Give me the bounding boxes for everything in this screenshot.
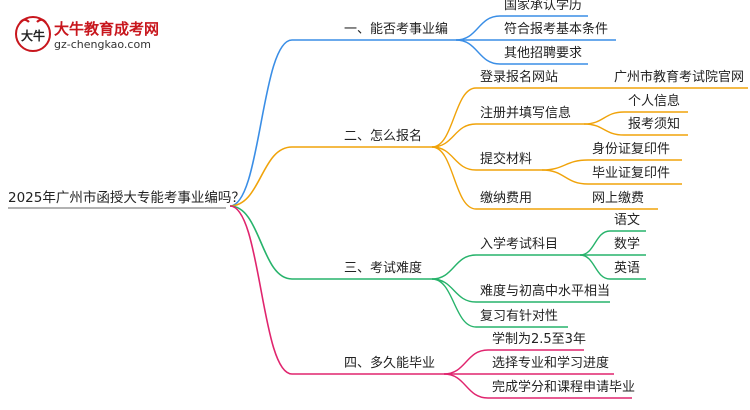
leaf-b2-c2-l2[interactable]: 报考须知 — [628, 117, 681, 132]
leaf-b2-c3-l1[interactable]: 身份证复印件 — [592, 142, 671, 157]
logo-mark-text: 大牛 — [21, 28, 45, 43]
leaf-b2-c2-l1[interactable]: 个人信息 — [628, 94, 681, 109]
edge-b3-c1-l1 — [579, 230, 611, 256]
leaf-b3-c1-l2[interactable]: 数学 — [614, 237, 641, 252]
node-b2-c4[interactable]: 缴纳费用 — [480, 191, 533, 206]
node-b2-c2[interactable]: 注册并填写信息 — [480, 106, 572, 121]
leaf-b3-c1-l3[interactable]: 英语 — [614, 261, 641, 276]
node-b1-c3[interactable]: 其他招聘要求 — [504, 46, 583, 61]
node-b3-c1[interactable]: 入学考试科目 — [480, 237, 559, 252]
node-b4-c3[interactable]: 完成学分和课程申请毕业 — [492, 380, 636, 395]
node-b4-c2[interactable]: 选择专业和学习进度 — [492, 356, 610, 371]
edge-b2-c3 — [431, 146, 477, 171]
node-b1-c1[interactable]: 国家承认学历 — [504, 0, 583, 13]
node-b2-c3[interactable]: 提交材料 — [480, 152, 533, 167]
branch-1[interactable]: 一、能否考事业编 — [344, 22, 449, 37]
edge-b3-c1-l3 — [579, 254, 611, 280]
edge-root-branch-4 — [229, 205, 293, 375]
root-node[interactable]: 2025年广州市函授大专能考事业编吗？ — [8, 190, 245, 206]
edge-b2-c4 — [431, 146, 477, 210]
edge-b2-c2 — [431, 123, 477, 148]
branch-4[interactable]: 四、多久能毕业 — [344, 356, 436, 371]
branch-2[interactable]: 二、怎么报名 — [344, 129, 423, 144]
leaf-b2-c1-l1[interactable]: 广州市教育考试院官网 — [614, 70, 745, 85]
bull-logo-icon: 大牛 — [15, 16, 51, 52]
mindmap-edges — [8, 15, 748, 399]
edge-b4-c1 — [443, 349, 489, 375]
edge-root-branch-2 — [229, 146, 293, 207]
edge-b1-c1 — [455, 15, 501, 41]
logo-title: 大牛教育成考网 — [54, 20, 160, 38]
edge-b1-c3 — [455, 39, 501, 65]
edge-b2-c2-l2 — [583, 123, 625, 136]
edge-b3-c2 — [431, 278, 477, 303]
edge-b3-c1 — [431, 254, 477, 280]
node-b3-c3[interactable]: 复习有针对性 — [480, 309, 559, 324]
edge-b3-c3 — [431, 278, 477, 328]
branch-3[interactable]: 三、考试难度 — [344, 261, 423, 276]
edge-b2-c3-l1 — [541, 159, 589, 171]
leaf-b3-c1-l1[interactable]: 语文 — [614, 213, 641, 228]
leaf-b2-c4-l1[interactable]: 网上缴费 — [592, 191, 645, 206]
node-b2-c1[interactable]: 登录报名网站 — [480, 70, 559, 85]
leaf-b2-c3-l2[interactable]: 毕业证复印件 — [592, 166, 671, 181]
logo-url: gz-chengkao.com — [54, 38, 151, 51]
site-logo[interactable]: 大牛 大牛教育成考网 gz-chengkao.com — [14, 14, 164, 54]
node-b1-c2[interactable]: 符合报考基本条件 — [504, 22, 609, 37]
node-b3-c2[interactable]: 难度与初高中水平相当 — [480, 284, 611, 299]
edge-b2-c1 — [431, 87, 477, 148]
edge-root-branch-1 — [229, 39, 293, 207]
edge-b2-c2-l1 — [583, 111, 625, 125]
edge-b4-c3 — [443, 373, 489, 399]
node-b4-c1[interactable]: 学制为2.5至3年 — [492, 332, 586, 347]
edge-root-branch-3 — [229, 205, 293, 280]
edge-b2-c3-l2 — [541, 169, 589, 185]
